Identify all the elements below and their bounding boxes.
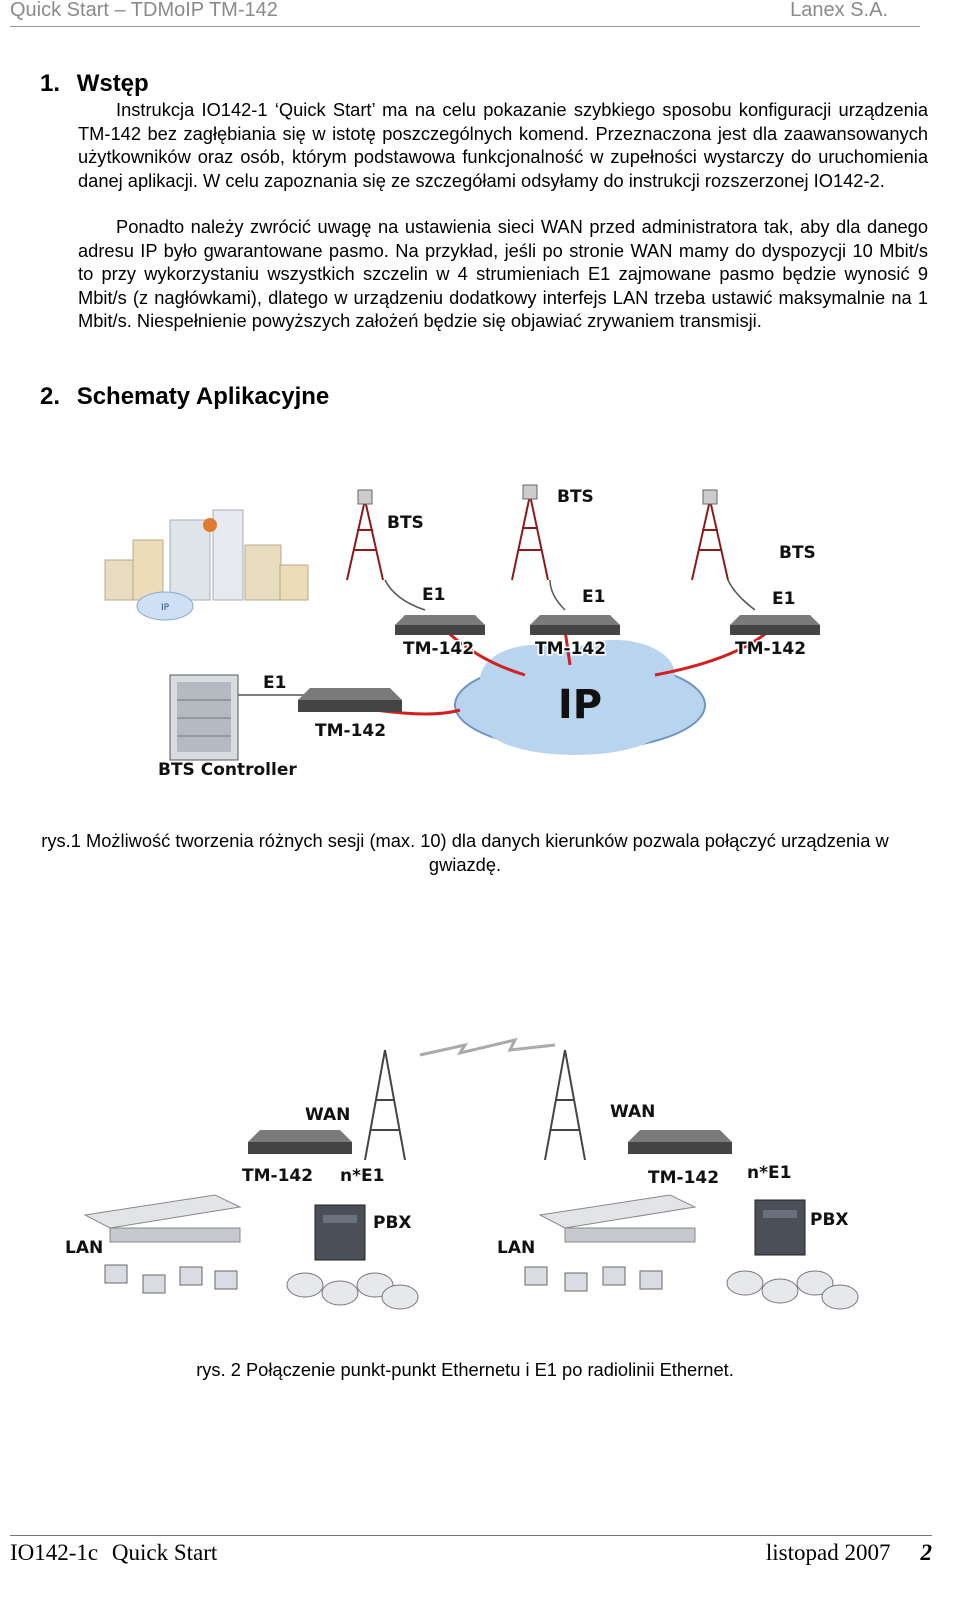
wan-label: WAN [305,1105,350,1125]
wan-label: WAN [610,1102,655,1122]
telephone-icon [286,1272,419,1310]
figure-2-caption: rys. 2 Połączenie punkt-punkt Ethernetu … [196,1359,734,1380]
tm142-label: TM-142 [403,639,474,659]
page-footer: IO142-1c Quick Start listopad 2007 2 [10,1535,932,1596]
small-cloud-label: IP [161,603,170,613]
footer-date-page: listopad 2007 2 [766,1540,932,1566]
e1-cables [235,579,756,696]
ip-cloud-icon [454,640,706,755]
computer-icon [104,1264,238,1294]
antenna-icon [357,489,373,505]
e1-label: E1 [263,673,286,693]
e1-label: E1 [772,589,795,609]
bts-label: BTS [557,487,594,507]
lan-switch-icon [83,1194,242,1243]
ne1-label: n*E1 [340,1166,384,1186]
tm142-device-icon [530,615,620,635]
bts-controller-label: BTS Controller [158,760,297,780]
ne1-label: n*E1 [747,1163,791,1183]
lan-label: LAN [65,1238,103,1258]
section-number: 2. [40,383,61,410]
page-number: 2 [920,1540,933,1565]
section-title: Schematy Aplikacyjne [76,383,330,410]
page-header: Quick Start – TDMoIP TM-142 Lanex S.A. [10,0,920,27]
tm142-label: TM-142 [735,639,806,659]
section-number: 1. [40,70,61,97]
figure-1-star-topology: IP BTS BTS BTS IP E1 E1 E1 E1 [104,484,820,782]
lan-switch-icon [538,1194,697,1243]
tm142-label: TM-142 [242,1166,313,1186]
figure-1-caption: rys.1 Możliwość tworzenia różnych sesji … [41,830,889,875]
header-company: Lanex S.A. [790,0,888,21]
tower-icon [346,494,729,581]
section-2-heading: 2. Schematy Aplikacyjne [40,383,329,411]
pbx-label: PBX [373,1213,412,1233]
city-icon: IP [104,509,309,621]
section-title: Wstęp [76,70,149,97]
document-title: Quick Start [111,1540,218,1565]
radio-link-icon [419,1037,556,1057]
tm142-device-icon [298,688,402,712]
tm142-device-icon [730,615,820,635]
paragraph-wan: Ponadto należy zwrócić uwagę na ustawien… [78,216,928,331]
tower-icon [544,1049,586,1161]
antenna-icon [522,484,538,500]
document-code: IO142-1c [10,1540,99,1565]
tm142-label: TM-142 [315,721,386,741]
telephone-icon [726,1270,859,1310]
tm142-label: TM-142 [535,639,606,659]
bts-label: BTS [387,513,424,533]
server-rack-icon [169,674,239,761]
footer-doc: IO142-1c Quick Start [10,1540,217,1566]
lan-label: LAN [497,1238,535,1258]
pbx-icon [754,1199,806,1256]
bts-label: BTS [779,543,816,563]
tm142-device-icon [248,1130,352,1154]
tm142-device-icon [395,615,485,635]
paragraph-intro: Instrukcja IO142-1 ‘Quick Start’ ma na c… [78,99,928,191]
computer-icon [524,1266,663,1292]
tm142-device-icon [628,1130,732,1154]
pbx-icon [314,1204,366,1261]
antenna-icon [702,489,718,505]
document-date: listopad 2007 [765,1540,891,1565]
section-1-heading: 1. Wstęp [40,70,149,98]
tower-icon [364,1049,406,1161]
header-title: Quick Start – TDMoIP TM-142 [10,0,278,21]
e1-label: E1 [422,585,445,605]
ip-label: IP [558,682,602,728]
e1-label: E1 [582,587,605,607]
pbx-label: PBX [810,1210,849,1230]
tm142-label: TM-142 [648,1168,719,1188]
figure-2-point-to-point: WAN WAN TM-142 TM-142 n*E1 n*E1 LAN LAN … [64,1037,859,1310]
